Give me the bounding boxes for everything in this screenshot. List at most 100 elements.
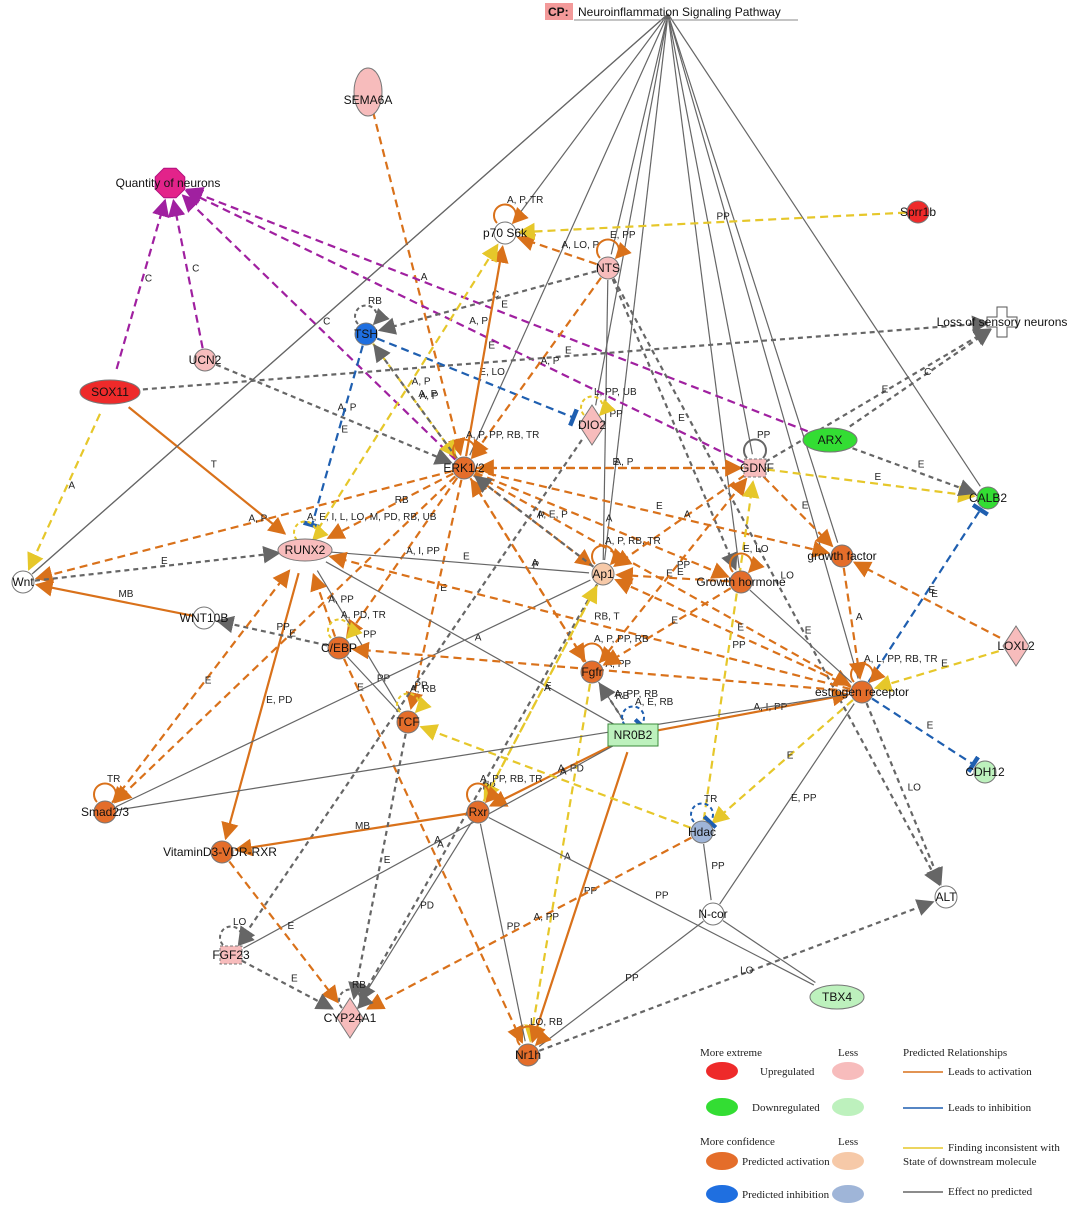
edge-label: P [533, 560, 540, 571]
edge-erk-cebp: A, I, PP [345, 477, 459, 638]
edge-label: LO [740, 965, 754, 976]
node-nts[interactable]: NTS [596, 256, 620, 280]
node-smad[interactable]: Smad2/3 [81, 800, 129, 824]
node-label: C/EBP [321, 641, 357, 655]
node-wnt10b[interactable]: WNT10B [180, 606, 229, 630]
node-runx2[interactable]: RUNX2 [277, 538, 333, 562]
node-arx[interactable]: ARX [802, 427, 858, 453]
node-shape [93, 800, 117, 824]
edge-label: PP [655, 890, 669, 901]
node-label: estrogen receptor [815, 685, 909, 699]
edge-label: A, P [469, 316, 488, 327]
loop-arc [516, 1025, 552, 1047]
edge-label: LO [908, 783, 922, 794]
node-nr0b2[interactable]: NR0B2 [607, 723, 659, 747]
node-erk[interactable]: ERK1/2 [443, 456, 485, 480]
node-fgfr[interactable]: Fgfr [580, 660, 604, 684]
edge-rxr-cyp: PD [360, 821, 473, 1002]
loop-runx2: A, E, I, L, LO, M, PD, RB, UB [293, 512, 437, 542]
loop-arc [729, 552, 765, 574]
edge-line [612, 278, 941, 887]
node-fgf23[interactable]: FGF23 [212, 945, 250, 965]
edge-line [615, 566, 730, 585]
node-tbx4[interactable]: TBX4 [809, 984, 865, 1010]
node-gf[interactable]: growth factor [807, 544, 877, 568]
legend-header-less2: Less [838, 1136, 858, 1148]
node-sprr1b[interactable]: Sprr1b [900, 200, 936, 224]
node-cyp[interactable]: CYP24A1 [324, 997, 377, 1039]
edge-label: P [538, 511, 545, 522]
node-sema6a[interactable]: SEMA6A [344, 67, 393, 117]
edge-label: E [656, 501, 663, 512]
node-wnt[interactable]: Wnt [11, 570, 35, 594]
node-label: growth factor [807, 549, 876, 563]
edge-arx-loss: C [849, 328, 992, 428]
node-loss[interactable]: Loss of sensory neurons [937, 306, 1068, 338]
node-shape [327, 636, 351, 660]
loop-cebp: A, PD, TR [327, 610, 386, 640]
edge-gf-er: A [842, 567, 867, 680]
edge-cp-nts [610, 13, 669, 255]
node-ap1[interactable]: Ap1 [591, 562, 615, 586]
edge-line [528, 751, 629, 1044]
loop-label: A, RB [410, 684, 436, 695]
loop-ap1: A, P, RB, TR [591, 536, 661, 566]
edge-label: A, P [541, 356, 560, 367]
legend-activation-light-swatch [832, 1152, 864, 1170]
edge-label: PP [507, 922, 521, 933]
edge-label: E, LO [479, 367, 505, 378]
node-label: Smad2/3 [81, 805, 129, 819]
node-hdac[interactable]: Hdac [688, 820, 716, 844]
node-dio2[interactable]: DIO2 [578, 404, 606, 446]
edge-nr1h-alt: LO [538, 899, 935, 1052]
edge-nr0b2-nr1h: PP [528, 751, 629, 1044]
edge-cp-dio2 [595, 13, 669, 406]
edge-label: PP [414, 681, 428, 692]
legend-activation-strong-swatch [706, 1152, 738, 1170]
node-sox11[interactable]: SOX11 [79, 379, 141, 405]
loop-label: LO, RB [530, 1017, 563, 1028]
edge-line [667, 13, 839, 543]
edge-line [598, 682, 625, 721]
node-ucn2[interactable]: UCN2 [189, 348, 222, 372]
edge-label: MB [355, 821, 370, 832]
edge-label: E [289, 628, 296, 639]
edge-label: E [928, 585, 935, 596]
node-cdh12[interactable]: CDH12 [965, 760, 1005, 784]
edge-cp-gh [667, 13, 740, 569]
node-loxl2[interactable]: LOXL2 [997, 625, 1035, 667]
edge-line [31, 14, 667, 575]
edge-line [602, 279, 609, 561]
loop-arc [354, 304, 390, 326]
edge-label: E [291, 974, 298, 985]
node-shape [516, 1043, 540, 1067]
node-vdr[interactable]: VitaminD3-VDR-RXR [163, 840, 277, 864]
loop-label: A, PD, TR [341, 610, 386, 621]
edge-line [345, 477, 459, 638]
node-label: ALT [935, 890, 957, 904]
node-er[interactable]: estrogen receptor [815, 680, 909, 704]
loop-label: A, E, I, L, LO, M, PD, RB, UB [307, 512, 437, 523]
node-alt[interactable]: ALT [934, 885, 958, 909]
edge-line [604, 13, 669, 561]
edge-line [228, 860, 339, 1004]
edge-label: E [805, 625, 812, 636]
node-nr1h[interactable]: Nr1h [515, 1043, 541, 1067]
node-qneurons[interactable]: Quantity of neurons [116, 167, 221, 199]
node-gdnf[interactable]: GDNF [740, 458, 774, 478]
node-gh[interactable]: Growth hormone [696, 570, 786, 594]
edge-label: A, P [615, 457, 634, 468]
edge-cp-gf [667, 13, 839, 543]
pathway-header[interactable]: CP: Neuroinflammation Signaling Pathway [545, 3, 798, 21]
node-tcf[interactable]: TCF [396, 710, 420, 734]
loop-label: L, PP, UB [594, 387, 637, 398]
edge-smad-er [116, 693, 849, 811]
node-rxr[interactable]: Rxr [466, 800, 490, 824]
node-tsh[interactable]: TSH [354, 322, 378, 346]
node-cebp[interactable]: C/EBP [321, 636, 357, 660]
node-ncor[interactable]: N-cor [698, 902, 728, 926]
edge-erk-qneurons: C [181, 194, 457, 461]
legend-header-relationships: Predicted Relationships [903, 1047, 1007, 1059]
node-calb2[interactable]: CALB2 [969, 486, 1007, 510]
node-p70[interactable]: p70 S6k [483, 221, 528, 245]
